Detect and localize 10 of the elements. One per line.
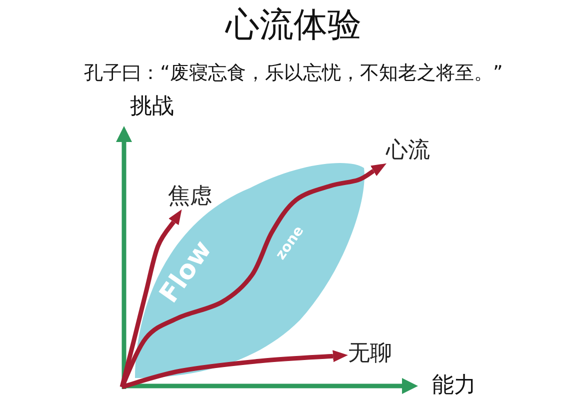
state-label: 无聊 bbox=[348, 341, 392, 366]
axis-label: 挑战 bbox=[130, 94, 174, 120]
title: 心流体验 bbox=[226, 6, 362, 46]
curved-arrow bbox=[120, 162, 386, 388]
state-label: 心流 bbox=[386, 138, 430, 164]
axis-label: 能力 bbox=[432, 373, 476, 398]
quote-text: 孔子曰：“废寝忘食，乐以忘忧，不知老之将至。” bbox=[84, 63, 503, 85]
curved-arrow bbox=[120, 210, 182, 388]
state-label: 焦虑 bbox=[168, 184, 212, 210]
curved-arrow bbox=[121, 350, 348, 390]
